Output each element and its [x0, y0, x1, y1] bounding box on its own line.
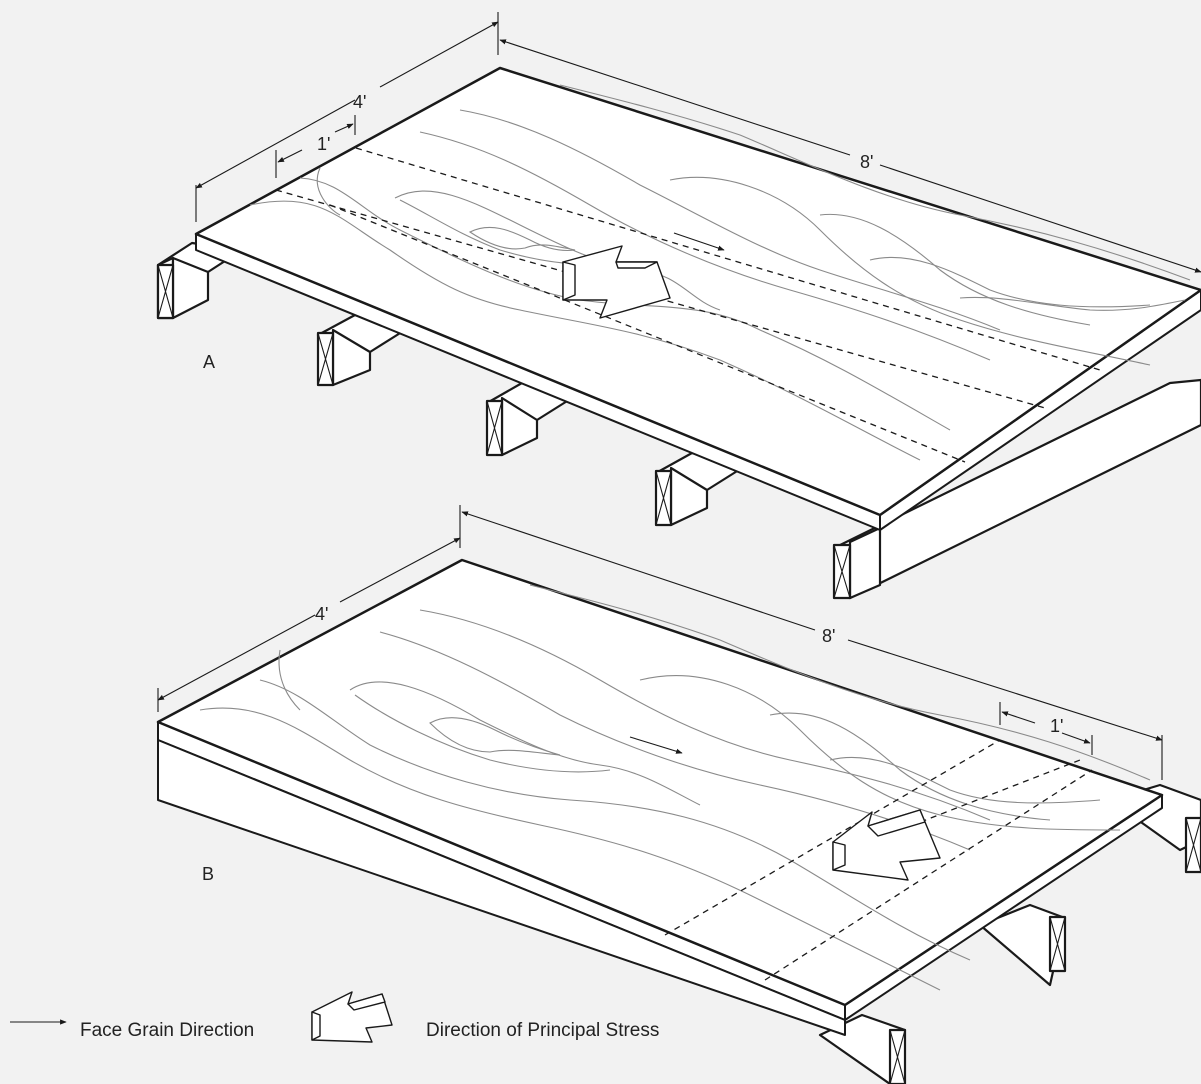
- panel-a-top-face: [194, 66, 1201, 517]
- panel-b-label: B: [202, 864, 214, 884]
- panel-b-strip-line-2: [764, 769, 1093, 981]
- panel-a-wood-grain: [249, 84, 1191, 461]
- panel-a-face-grain-arrow: [673, 232, 725, 251]
- panel-a-width-label: 4': [353, 92, 366, 112]
- panel-b-dimensions: [157, 505, 1163, 780]
- panel-b-principal-stress-arrow: [832, 809, 941, 881]
- panel-a-principal-stress-arrow: [562, 245, 671, 319]
- panel-b-strip-line-1: [664, 739, 1001, 936]
- panel-b: 4' 8' 1' B: [156, 505, 1201, 1084]
- legend-face-grain-label: Face Grain Direction: [80, 1020, 254, 1041]
- joist-a5: [832, 378, 1201, 600]
- panel-b-spacing-label: 1': [1050, 716, 1063, 736]
- panel-b-top-face: [156, 558, 1164, 1007]
- panel-b-thick-front: [157, 739, 846, 1036]
- joist-b2: [978, 903, 1067, 987]
- legend: Face Grain Direction Direction of Princi…: [10, 991, 659, 1043]
- panel-a-spacing-label: 1': [317, 134, 330, 154]
- legend-principal-stress-icon: [311, 991, 393, 1043]
- panel-b-width-label: 4': [315, 604, 328, 624]
- panel-a-strip-line-2: [355, 147, 1101, 371]
- panel-a: 4' 8' 1' A: [156, 12, 1201, 600]
- panel-a-strip-line-3: [329, 204, 966, 463]
- panel-b-length-label: 8': [822, 626, 835, 646]
- legend-principal-stress-label: Direction of Principal Stress: [426, 1020, 659, 1041]
- panel-b-face-grain-arrow: [629, 736, 683, 754]
- panel-a-length-label: 8': [860, 152, 873, 172]
- panel-a-label: A: [203, 352, 215, 372]
- panel-a-dimensions: [195, 12, 1201, 273]
- panel-b-wood-grain: [199, 584, 1151, 991]
